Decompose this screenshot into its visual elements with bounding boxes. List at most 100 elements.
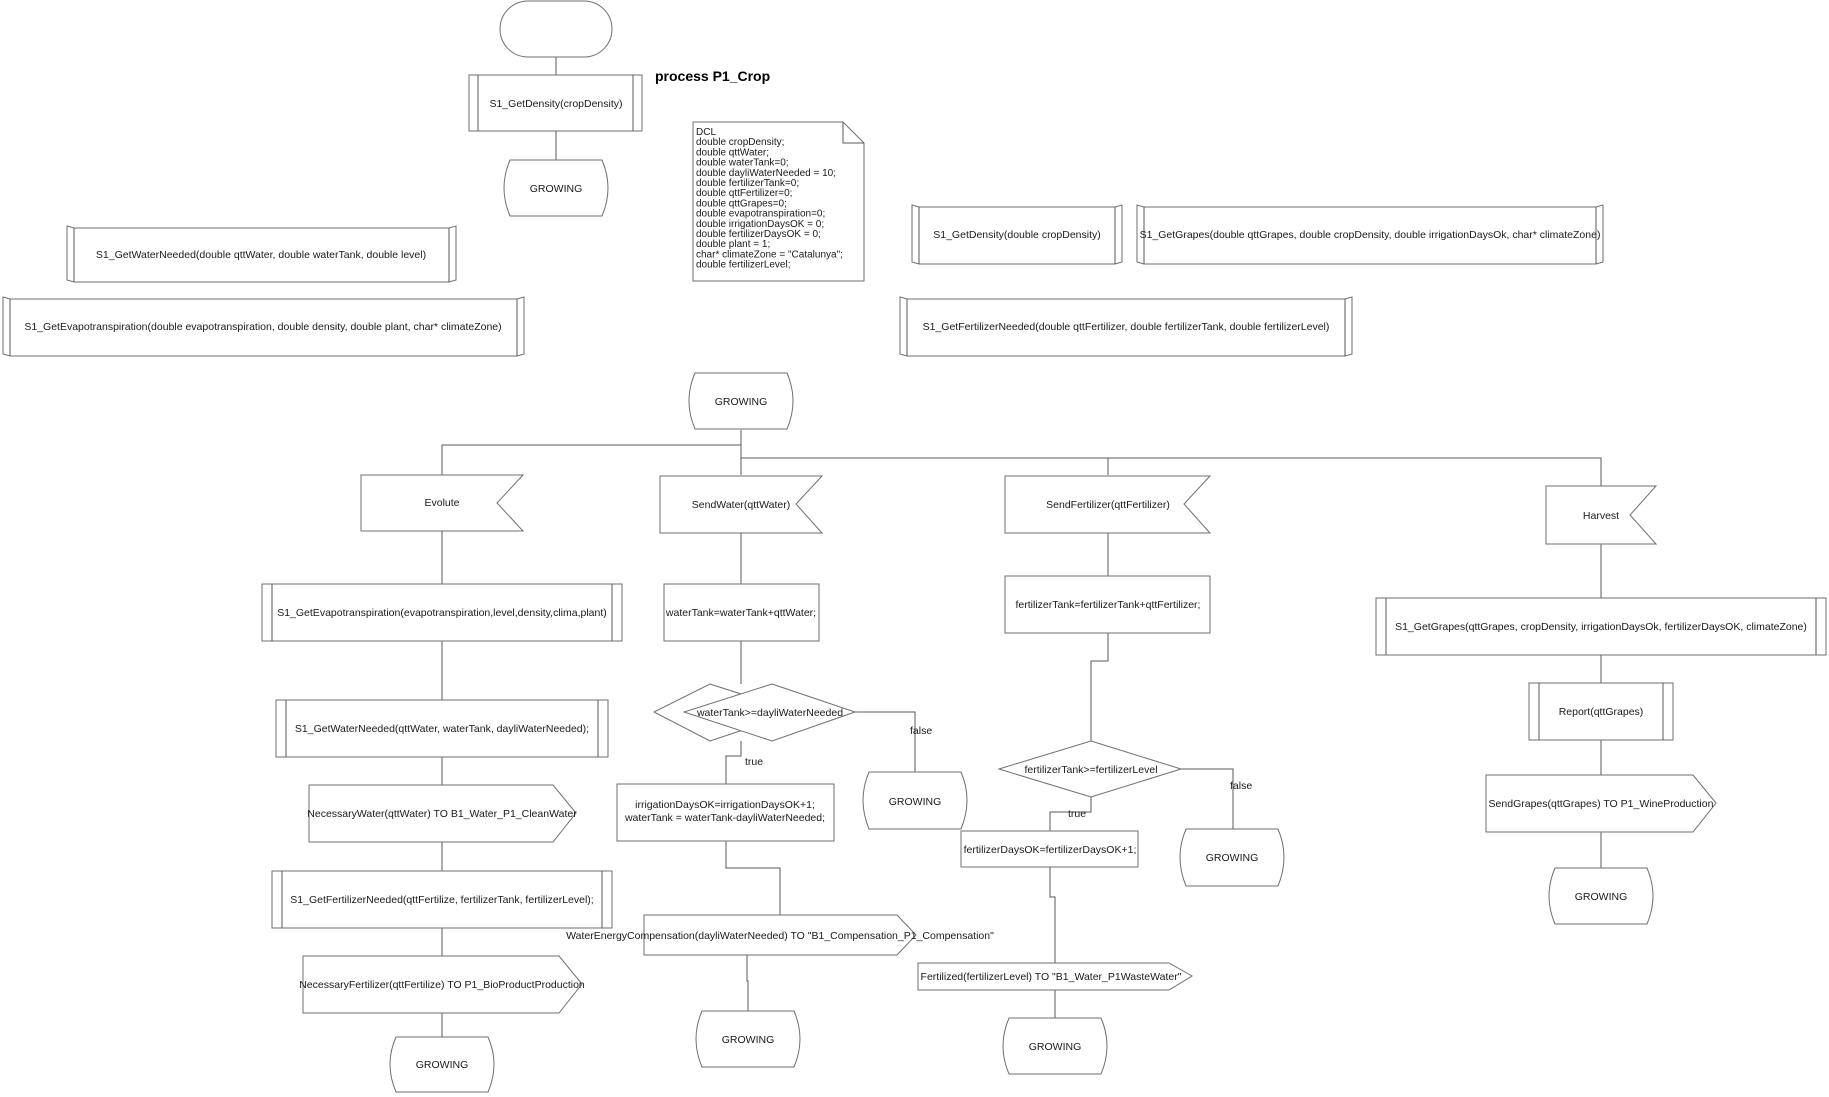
signal-input-label: Evolute: [424, 497, 459, 509]
signal-output-fertilized: Fertilized(fertilizerLevel) TO "B1_Water…: [917, 962, 1193, 991]
state-label: GROWING: [1029, 1041, 1082, 1053]
state-label: GROWING: [715, 396, 768, 408]
connectors: [441, 56, 1602, 1037]
connector: [828, 711, 916, 772]
procedure-declaration-label: S1_GetEvapotranspiration(double evapotra…: [24, 321, 501, 333]
procedure-call-label: S1_GetWaterNeeded(qttWater, waterTank, d…: [295, 723, 589, 735]
signal-output-send-grapes: SendGrapes(qttGrapes) TO P1_WineProducti…: [1485, 774, 1717, 833]
procedure-declaration-get-water-needed: S1_GetWaterNeeded(double qttWater, doubl…: [66, 225, 457, 283]
edge-label-true: true: [745, 756, 763, 768]
procedure-call-get-evapotranspiration: S1_GetEvapotranspiration(evapotranspirat…: [261, 583, 623, 642]
start-procedure-call: S1_GetDensity(cropDensity): [468, 74, 643, 132]
dcl-line: double fertilizerDaysOK = 0;: [696, 229, 821, 240]
dcl-line: double qttGrapes=0;: [696, 198, 787, 209]
decision-label: fertilizerTank>=fertilizerLevel: [1024, 764, 1157, 776]
start-procedure-call-label: S1_GetDensity(cropDensity): [489, 98, 622, 110]
dcl-note: DCL double cropDensity; double qttWater;…: [692, 121, 865, 282]
dcl-line: double fertilizerLevel;: [696, 260, 791, 271]
dcl-line: double irrigationDaysOK = 0;: [696, 219, 824, 230]
dcl-line: DCL: [696, 127, 716, 138]
signal-output-label: WaterEnergyCompensation(dayliWaterNeeded…: [566, 930, 994, 942]
growing-state-harvest: GROWING: [1548, 867, 1654, 925]
connector: [441, 444, 741, 475]
growing-state-water: GROWING: [695, 1010, 801, 1068]
decision-water-tank: waterTank>=dayliWaterNeeded: [652, 683, 857, 742]
connector: [1108, 457, 1602, 486]
growing-state-water-false: GROWING: [862, 771, 968, 830]
signal-output-label: NecessaryFertilizer(qttFertilize) TO P1_…: [299, 979, 585, 991]
procedure-declaration-get-evapotranspiration: S1_GetEvapotranspiration(double evapotra…: [2, 296, 525, 357]
process-title: process P1_Crop: [655, 68, 770, 84]
decision-label: waterTank>=dayliWaterNeeded: [696, 707, 843, 719]
task-label: waterTank=waterTank+qttWater;: [665, 607, 816, 619]
dcl-line: double plant = 1;: [696, 239, 770, 250]
edge-label-false: false: [910, 725, 932, 737]
signal-input-send-water: SendWater(qttWater): [659, 475, 824, 534]
signal-input-label: SendFertilizer(qttFertilizer): [1046, 499, 1170, 511]
dcl-line: double qttWater;: [696, 147, 769, 158]
task-irrigation-days: irrigationDaysOK=irrigationDaysOK+1; wat…: [616, 783, 835, 842]
dcl-line: double dayliWaterNeeded = 10;: [696, 168, 836, 179]
connector: [1090, 633, 1109, 741]
state-label: GROWING: [1206, 852, 1259, 864]
edge-label-false: false: [1230, 780, 1252, 792]
decision-fertilizer-tank: fertilizerTank>=fertilizerLevel: [997, 740, 1183, 798]
state-label: GROWING: [889, 796, 942, 808]
state-label: GROWING: [1575, 891, 1628, 903]
connector: [725, 841, 781, 915]
signal-output-water-energy-compensation: WaterEnergyCompensation(dayliWaterNeeded…: [566, 914, 994, 956]
procedure-declaration-label: S1_GetFertilizerNeeded(double qttFertili…: [923, 321, 1330, 333]
growing-state-main: GROWING: [688, 372, 794, 430]
task-label: fertilizerDaysOK=fertilizerDaysOK+1;: [964, 844, 1137, 856]
procedure-call-label: S1_GetFertilizerNeeded(qttFertilize, fer…: [290, 894, 593, 906]
dcl-line: double cropDensity;: [696, 137, 784, 148]
signal-input-send-fertilizer: SendFertilizer(qttFertilizer): [1004, 475, 1212, 534]
state-label: GROWING: [530, 183, 583, 195]
connector: [1181, 768, 1234, 829]
connector: [746, 955, 749, 1011]
growing-state-evolute: GROWING: [389, 1036, 495, 1093]
procedure-call-report: Report(qttGrapes): [1528, 682, 1674, 741]
signal-output-label: NecessaryWater(qttWater) TO B1_Water_P1_…: [307, 808, 577, 820]
procedure-call-get-fertilizer-needed: S1_GetFertilizerNeeded(qttFertilize, fer…: [271, 870, 613, 929]
start-state: GROWING: [503, 159, 609, 217]
state-label: GROWING: [722, 1034, 775, 1046]
dcl-line: double fertilizerTank=0;: [696, 178, 799, 189]
connector: [1049, 867, 1056, 963]
connector: [1049, 797, 1092, 831]
state-label: GROWING: [416, 1059, 469, 1071]
signal-output-necessary-fertilizer: NecessaryFertilizer(qttFertilize) TO P1_…: [299, 955, 585, 1014]
signal-input-label: Harvest: [1583, 510, 1619, 522]
task-fertilizer-days: fertilizerDaysOK=fertilizerDaysOK+1;: [960, 830, 1139, 868]
procedure-call-get-grapes: S1_GetGrapes(qttGrapes, cropDensity, irr…: [1375, 597, 1827, 656]
procedure-declaration-label: S1_GetDensity(double cropDensity): [933, 229, 1101, 241]
dcl-line: double evapotranspiration=0;: [696, 209, 825, 220]
procedure-call-label: S1_GetGrapes(qttGrapes, cropDensity, irr…: [1395, 621, 1807, 633]
edge-label-true: true: [1068, 808, 1086, 820]
procedure-call-get-water-needed: S1_GetWaterNeeded(qttWater, waterTank, d…: [275, 699, 609, 758]
task-label: fertilizerTank=fertilizerTank+qttFertili…: [1016, 599, 1201, 611]
signal-output-label: SendGrapes(qttGrapes) TO P1_WineProducti…: [1489, 798, 1714, 810]
signal-output-necessary-water: NecessaryWater(qttWater) TO B1_Water_P1_…: [307, 784, 577, 843]
task-label-line2: waterTank = waterTank-dayliWaterNeeded;: [624, 812, 825, 824]
procedure-declaration-label: S1_GetGrapes(double qttGrapes, double cr…: [1140, 229, 1601, 241]
task-label-line1: irrigationDaysOK=irrigationDaysOK+1;: [635, 799, 815, 811]
procedure-declaration-label: S1_GetWaterNeeded(double qttWater, doubl…: [96, 249, 426, 261]
procedure-call-label: S1_GetEvapotranspiration(evapotranspirat…: [277, 607, 607, 619]
procedure-declaration-get-density: S1_GetDensity(double cropDensity): [911, 204, 1123, 265]
task-water-tank-add: waterTank=waterTank+qttWater;: [663, 583, 820, 642]
dcl-line: double qttFertilizer=0;: [696, 188, 792, 199]
dcl-line: double waterTank=0;: [696, 158, 789, 169]
growing-state-fertilizer: GROWING: [1002, 1017, 1108, 1075]
procedure-call-label: Report(qttGrapes): [1559, 706, 1644, 718]
procedure-declaration-get-grapes: S1_GetGrapes(double qttGrapes, double cr…: [1136, 204, 1604, 265]
procedure-declaration-get-fertilizer-needed: S1_GetFertilizerNeeded(double qttFertili…: [899, 296, 1353, 357]
growing-state-fertilizer-false: GROWING: [1179, 828, 1285, 887]
signal-input-label: SendWater(qttWater): [692, 499, 790, 511]
connector: [725, 741, 742, 784]
task-fertilizer-tank-add: fertilizerTank=fertilizerTank+qttFertili…: [1004, 575, 1211, 634]
connector: [741, 457, 1109, 475]
start-symbol: [499, 0, 613, 58]
signal-input-harvest: Harvest: [1545, 485, 1658, 545]
